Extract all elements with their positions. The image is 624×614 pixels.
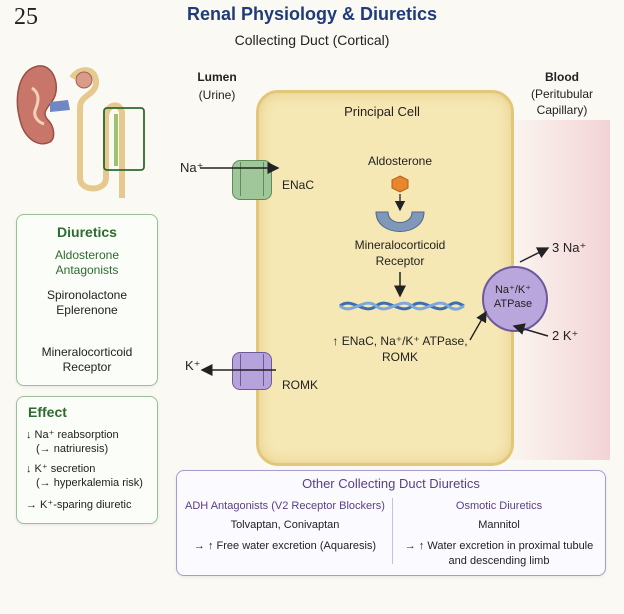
effect-line-3: ↓ K⁺ secretion — [26, 463, 96, 475]
drug-spironolactone: Spironolactone — [46, 288, 128, 302]
page-subtitle: Collecting Duct (Cortical) — [234, 32, 390, 48]
principal-cell — [256, 90, 514, 466]
effect-panel — [16, 396, 158, 524]
k-ion-label: K⁺ — [185, 358, 201, 373]
principal-cell-title: Principal Cell — [344, 104, 420, 119]
effect-title: Effect — [28, 404, 67, 420]
pump-in-label: 2 K⁺ — [552, 328, 579, 343]
diuretics-title: Diuretics — [57, 224, 117, 240]
lumen-sub-label: (Urine) — [198, 88, 236, 102]
effect-line-5: → K⁺-sparing diuretic — [26, 499, 132, 511]
effect-line-2: (→ natriuresis) — [36, 443, 109, 455]
pump-label-1: Na⁺/K⁺ — [494, 284, 532, 296]
blood-label: Blood — [545, 70, 579, 84]
drug-class-line-2: Antagonists — [55, 263, 119, 277]
na-out-arrow — [519, 247, 550, 263]
osmotic-effect-line-2: and descending limb — [448, 555, 550, 567]
other-diuretics-title: Other Collecting Duct Diuretics — [302, 476, 480, 491]
page-title: Renal Physiology & Diuretics — [186, 4, 438, 24]
target-line-1: Mineralocorticoid — [41, 345, 133, 359]
enac-label: ENaC — [282, 178, 315, 192]
drug-eplerenone: Eplerenone — [56, 303, 118, 317]
osmotic-title: Osmotic Diuretics — [455, 500, 543, 512]
receptor-label-1: Mineralocorticoid — [354, 238, 446, 252]
romk-label: ROMK — [282, 378, 318, 392]
adh-title: ADH Antagonists (V2 Receptor Blockers) — [185, 500, 385, 512]
adh-drugs: Tolvaptan, Conivaptan — [230, 519, 340, 531]
cell-effect-line-2: ROMK — [382, 350, 418, 364]
pump-out-label: 3 Na⁺ — [552, 240, 587, 255]
effect-line-4: (→ hyperkalemia risk) — [36, 477, 143, 489]
aldosterone-molecule-icon — [391, 175, 409, 193]
receptor-icon — [375, 211, 425, 232]
drug-class-line-1: Aldosterone — [54, 248, 120, 262]
panel-divider — [392, 498, 393, 564]
blood-sub-label-1: (Peritubular — [530, 87, 594, 101]
osmotic-drug: Mannitol — [478, 519, 520, 531]
romk-channel-icon — [232, 352, 272, 390]
aldosterone-label: Aldosterone — [367, 154, 433, 168]
other-diuretics-panel — [176, 470, 606, 576]
target-line-2: Receptor — [62, 360, 112, 374]
pump-label-2: ATPase — [493, 298, 533, 310]
receptor-label-2: Receptor — [375, 254, 425, 268]
lumen-label: Lumen — [197, 70, 237, 84]
effect-line-1: ↓ Na⁺ reabsorption — [26, 429, 119, 441]
kidney-nephron-illustration — [16, 65, 145, 198]
blood-sub-label-2: Capillary) — [536, 103, 588, 117]
enac-channel-icon — [232, 160, 272, 200]
collecting-duct-highlight — [103, 107, 145, 171]
k-in-arrow — [512, 323, 549, 337]
page-number: 25 — [14, 4, 38, 30]
na-ion-label: Na⁺ — [180, 160, 204, 175]
osmotic-effect-line-1: → ↑ Water excretion in proximal tubule — [404, 540, 594, 552]
nephron-tubule — [69, 67, 125, 192]
adh-effect: → ↑ Free water excretion (Aquaresis) — [193, 540, 377, 552]
diuretics-panel — [16, 214, 158, 386]
cell-effect-line-1: ↑ ENaC, Na⁺/K⁺ ATPase, — [332, 334, 468, 348]
